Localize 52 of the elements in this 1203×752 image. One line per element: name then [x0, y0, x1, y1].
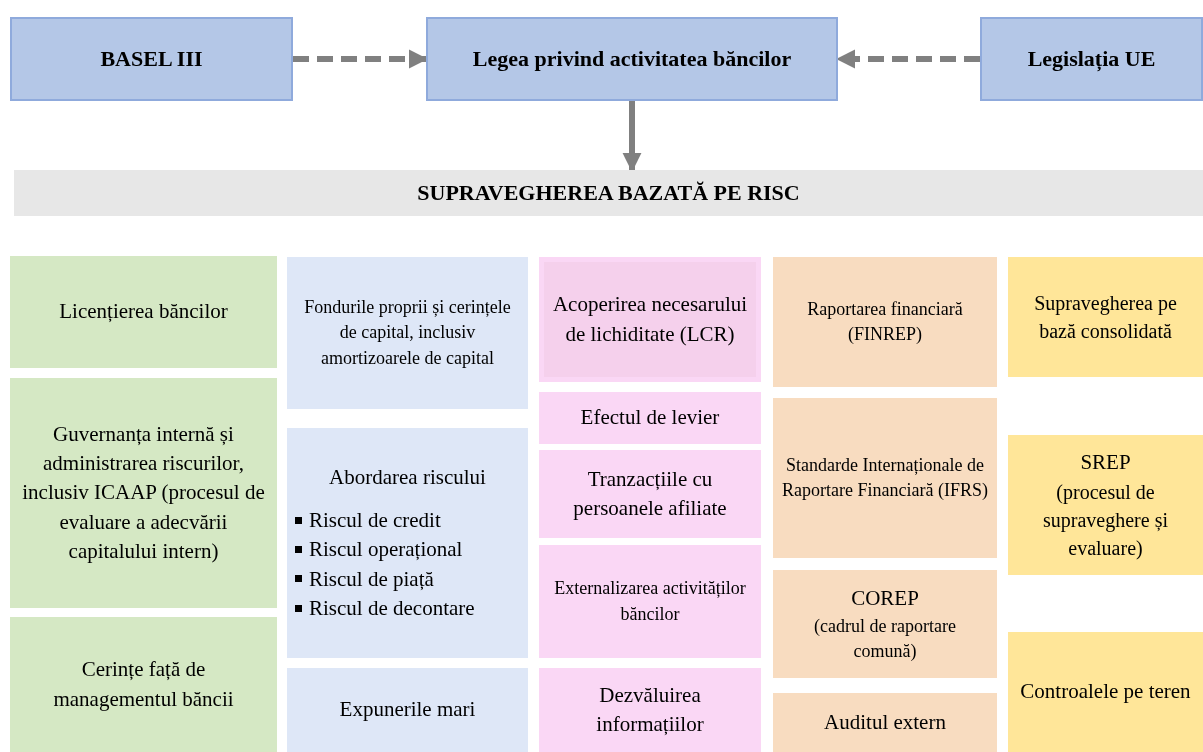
- arrow: [622, 101, 642, 172]
- box-label: Licențierea băncilor: [59, 298, 228, 326]
- box-label: COREP: [851, 585, 919, 613]
- topic-box: [1008, 632, 1203, 752]
- topic-box: [539, 392, 761, 444]
- topic-box: [287, 428, 528, 658]
- box-label: Guvernanța internă și administrarea riscurilor, inclusiv ICAAP (procesul de evaluare a adecvării capitalului intern): [21, 420, 266, 566]
- topic-box: [287, 668, 528, 752]
- box-label: Tranzacțiile cu persoanele afiliate: [572, 465, 728, 522]
- topic-box: [773, 570, 997, 678]
- section-banner: [14, 170, 1203, 216]
- box-label: Expunerile mari: [339, 696, 476, 724]
- box-label: Standarde Internaționale de Raportare Financiară (IFRS): [781, 453, 989, 502]
- box-label: BASEL III: [100, 44, 203, 73]
- topic-box: [10, 617, 277, 752]
- box-label: Externalizarea activităților băncilor: [553, 577, 747, 626]
- topic-box: [1008, 257, 1203, 377]
- topic-box: [539, 668, 761, 752]
- box-label: Raportarea financiară (FINREP): [806, 297, 964, 346]
- box-label: Legea privind activitatea băncilor: [472, 44, 792, 73]
- topic-box: [539, 450, 761, 538]
- box-subtitle: (cadrul de raportare comună): [813, 614, 957, 663]
- box-label: Efectul de levier: [580, 404, 720, 432]
- list-item: Riscul de piață: [295, 564, 434, 595]
- box-label: Fondurile proprii și cerințele de capital, inclusiv amortizoarele de capital: [303, 296, 512, 370]
- topic-box: [773, 398, 997, 558]
- box-label: Dezvăluirea informațiilor: [595, 681, 705, 738]
- box-label: Acoperirea necesarului de lichiditate (LCR): [552, 291, 748, 348]
- box-label: Legislația UE: [1027, 44, 1156, 73]
- box-label: Controalele pe teren: [1020, 678, 1191, 706]
- source-box: [10, 17, 293, 101]
- box-label: SUPRAVEGHEREA BAZATĂ PE RISC: [417, 178, 800, 207]
- topic-box: [539, 545, 761, 658]
- law-box: [426, 17, 838, 101]
- source-box: [980, 17, 1203, 101]
- topic-box: [539, 257, 761, 382]
- box-subtitle: (procesul de supraveghere și evaluare): [1042, 479, 1169, 561]
- list-item: Riscul de credit: [295, 505, 441, 536]
- box-label: Abordarea riscului: [329, 463, 486, 491]
- box-label: SREP: [1080, 449, 1131, 477]
- topic-box: [10, 378, 277, 608]
- topic-box: [1008, 435, 1203, 575]
- arrow: [293, 49, 428, 69]
- topic-box: [287, 257, 528, 409]
- list-item: Riscul de decontare: [295, 594, 475, 624]
- box-label: Auditul extern: [824, 708, 946, 736]
- topic-box: [10, 256, 277, 368]
- box-label: Supravegherea pe bază consolidată: [1033, 291, 1178, 344]
- topic-box: [773, 257, 997, 387]
- box-label: Cerințe față de managementul băncii: [52, 656, 235, 713]
- topic-box: [773, 693, 997, 752]
- list-item: Riscul operațional: [295, 535, 463, 565]
